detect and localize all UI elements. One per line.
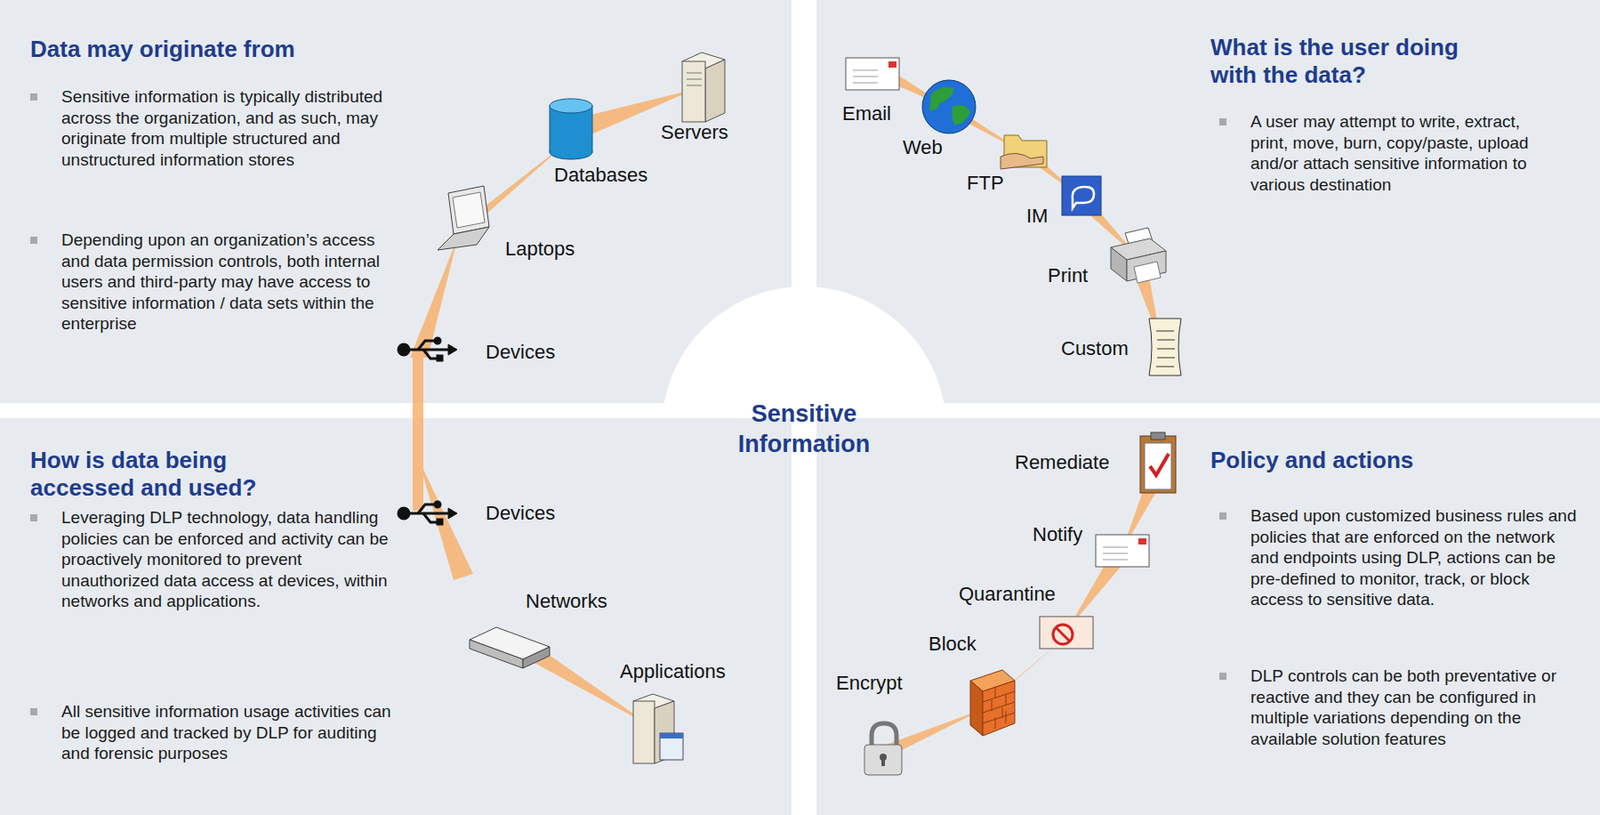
circle-title: Sensitive Information <box>715 398 893 459</box>
lock-icon <box>864 723 902 775</box>
icon-label: Email <box>842 102 892 126</box>
printer-icon <box>1110 227 1166 283</box>
globe-icon <box>922 80 976 134</box>
icon-label: Databases <box>554 163 648 187</box>
icon-label: Applications <box>619 659 726 684</box>
bullet-text: All sensitive information usage activiti… <box>30 700 397 764</box>
bullet-text: Sensitive information is typically distr… <box>30 86 395 170</box>
icon-label: Remediate <box>1014 450 1110 475</box>
icon-label: Print <box>1047 264 1088 288</box>
usb-symbol <box>398 501 458 525</box>
panel-heading: How is data being accessed and used? <box>30 446 289 502</box>
ftp-folder <box>1000 135 1047 169</box>
network-device <box>469 627 550 668</box>
bullet-text: Depending upon an organization’s access … <box>30 229 395 335</box>
info-panel: What is the user doing with the data? A u… <box>816 0 1600 403</box>
email-envelope <box>845 57 900 90</box>
icon-label: Quarantine <box>958 582 1056 606</box>
flow-wedges <box>410 69 1167 756</box>
clipboard-icon <box>1140 432 1176 493</box>
info-panel: Policy and actionsBased upon customized … <box>816 418 1600 815</box>
icon-label: Custom <box>1061 337 1129 361</box>
icon-label: Notify <box>1032 522 1083 547</box>
icon-label: Servers <box>660 120 729 145</box>
laptop-icon <box>437 185 490 250</box>
bullet-text: A user may attempt to write, extract, pr… <box>1219 111 1562 195</box>
panel-heading: What is the user doing with the data? <box>1210 33 1504 89</box>
icon-label: Web <box>902 136 943 160</box>
bullet-text: Based upon customized business rules and… <box>1219 505 1580 611</box>
firewall-icon <box>970 669 1015 736</box>
icon-label: Block <box>928 632 977 656</box>
icon-label: Devices <box>485 501 555 525</box>
database-icon <box>549 98 593 160</box>
notify-envelope <box>1095 534 1150 567</box>
icon-label: Laptops <box>505 237 575 261</box>
bullet-text: DLP controls can be both preventative or… <box>1219 665 1580 749</box>
bullet-text: Leveraging DLP technology, data handling… <box>30 506 397 612</box>
quarantine-envelope <box>1039 616 1094 649</box>
scroll-icon <box>1149 318 1182 376</box>
icon-label: FTP <box>966 171 1005 195</box>
im-icon <box>1061 176 1102 216</box>
application-server <box>633 693 684 764</box>
usb-symbol <box>398 337 458 362</box>
panel-heading: Data may originate from <box>30 35 404 64</box>
panel-heading: Policy and actions <box>1210 446 1549 475</box>
server-icon <box>682 52 725 122</box>
info-panel: Data may originate fromSensitive informa… <box>0 0 792 403</box>
icon-label: IM <box>1026 204 1048 228</box>
icon-label: Encrypt <box>836 671 903 695</box>
icon-label: Networks <box>525 589 608 613</box>
icon-label: Devices <box>485 340 555 364</box>
